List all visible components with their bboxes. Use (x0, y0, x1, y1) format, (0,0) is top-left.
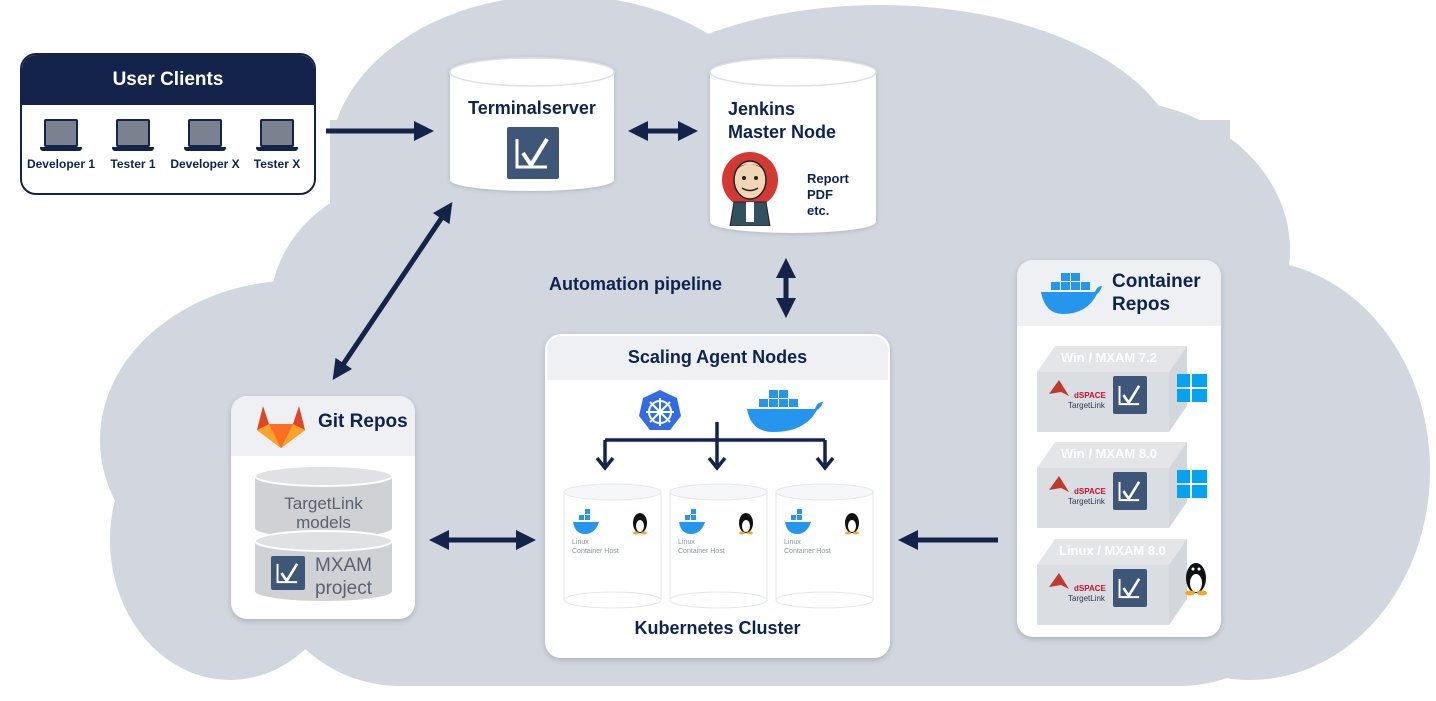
targetlink-text: TargetLink (1068, 497, 1105, 506)
container-images-graphics (1037, 346, 1207, 625)
targetlink-models-label: TargetLink models (255, 494, 392, 532)
models-line: models (296, 513, 351, 532)
user-clients-panel: User Clients Developer 1 Tester 1 Develo… (20, 53, 316, 195)
image-label: Linux / MXAM 8.0 (1059, 543, 1166, 558)
client-label: Developer 1 (26, 157, 96, 171)
mxam-line: MXAM (315, 555, 372, 576)
user-clients-title: User Clients (22, 55, 314, 105)
host-label: Linux Container Host (678, 539, 725, 555)
image-label: Win / MXAM 8.0 (1061, 446, 1157, 461)
windows-icon (1177, 374, 1207, 498)
kubernetes-icon (639, 390, 681, 430)
client-label: Tester 1 (110, 157, 156, 171)
jenkins-label-line2: Master Node (728, 122, 837, 142)
host-label: Linux Container Host (572, 539, 619, 555)
linux-penguin-icon (1185, 563, 1207, 596)
agent-nodes-header (547, 336, 888, 380)
laptop-icon (238, 119, 314, 151)
terminalserver-label: Terminalserver (468, 98, 596, 118)
container-repos-header: Container Repos (1017, 260, 1221, 326)
client-label: Developer X (170, 157, 240, 171)
project-line: project (315, 578, 373, 599)
client-tester-1: Tester 1 (94, 119, 172, 171)
client-developer-x: Developer X (166, 119, 244, 171)
laptop-icon (22, 119, 100, 151)
image-label: Win / MXAM 7.2 (1061, 350, 1157, 365)
report-document-text: Report PDF etc. (807, 171, 849, 218)
agent-nodes-graphics (563, 390, 874, 609)
container-repos-title: Container Repos (1112, 271, 1201, 315)
mxam-logo-icon (1113, 376, 1147, 414)
docker-icon (747, 390, 823, 432)
mxam-logo-icon (1113, 569, 1147, 607)
mxam-logo-icon (507, 127, 559, 179)
container-repos-panel: Container Repos (1017, 260, 1221, 637)
agent-nodes-title: Scaling Agent Nodes (627, 347, 808, 367)
report-document-icon (796, 149, 856, 225)
git-repos-header: Git Repos (231, 396, 415, 456)
host-icons (573, 509, 859, 535)
dspace-text: dSPACE (1074, 584, 1106, 593)
mxam-logo-icon (271, 556, 305, 590)
client-tester-x: Tester X (238, 119, 314, 171)
kubernetes-cluster-label: Kubernetes Cluster (634, 618, 801, 638)
jenkins-label: Jenkins Master Node (728, 98, 836, 144)
automation-pipeline-label: Automation pipeline (549, 274, 722, 294)
targetlink-text: TargetLink (1068, 401, 1105, 410)
mxam-logo-icon (1113, 472, 1147, 510)
laptop-icon (94, 119, 172, 151)
laptop-icon (166, 119, 244, 151)
dspace-text: dSPACE (1074, 487, 1106, 496)
matlab-icon (1049, 380, 1069, 589)
client-label: Tester X (253, 157, 301, 171)
git-repos-panel: Git Repos TargetLink models MXAM project (231, 396, 415, 619)
git-repos-title: Git Repos (318, 411, 408, 432)
client-developer-1: Developer 1 (22, 119, 100, 171)
scaling-agent-nodes-panel: Scaling Agent Nodes (545, 334, 890, 658)
targetlink-text: TargetLink (1068, 594, 1105, 603)
docker-icon (1041, 273, 1102, 314)
gitlab-icon (257, 406, 305, 448)
jenkins-label-line1: Jenkins (728, 99, 796, 119)
jenkins-butler-icon (722, 152, 778, 226)
dspace-text: dSPACE (1074, 391, 1106, 400)
mxam-project-label: MXAM project (315, 554, 372, 600)
targetlink-line: TargetLink (284, 494, 363, 513)
host-label: Linux Container Host (784, 539, 831, 555)
